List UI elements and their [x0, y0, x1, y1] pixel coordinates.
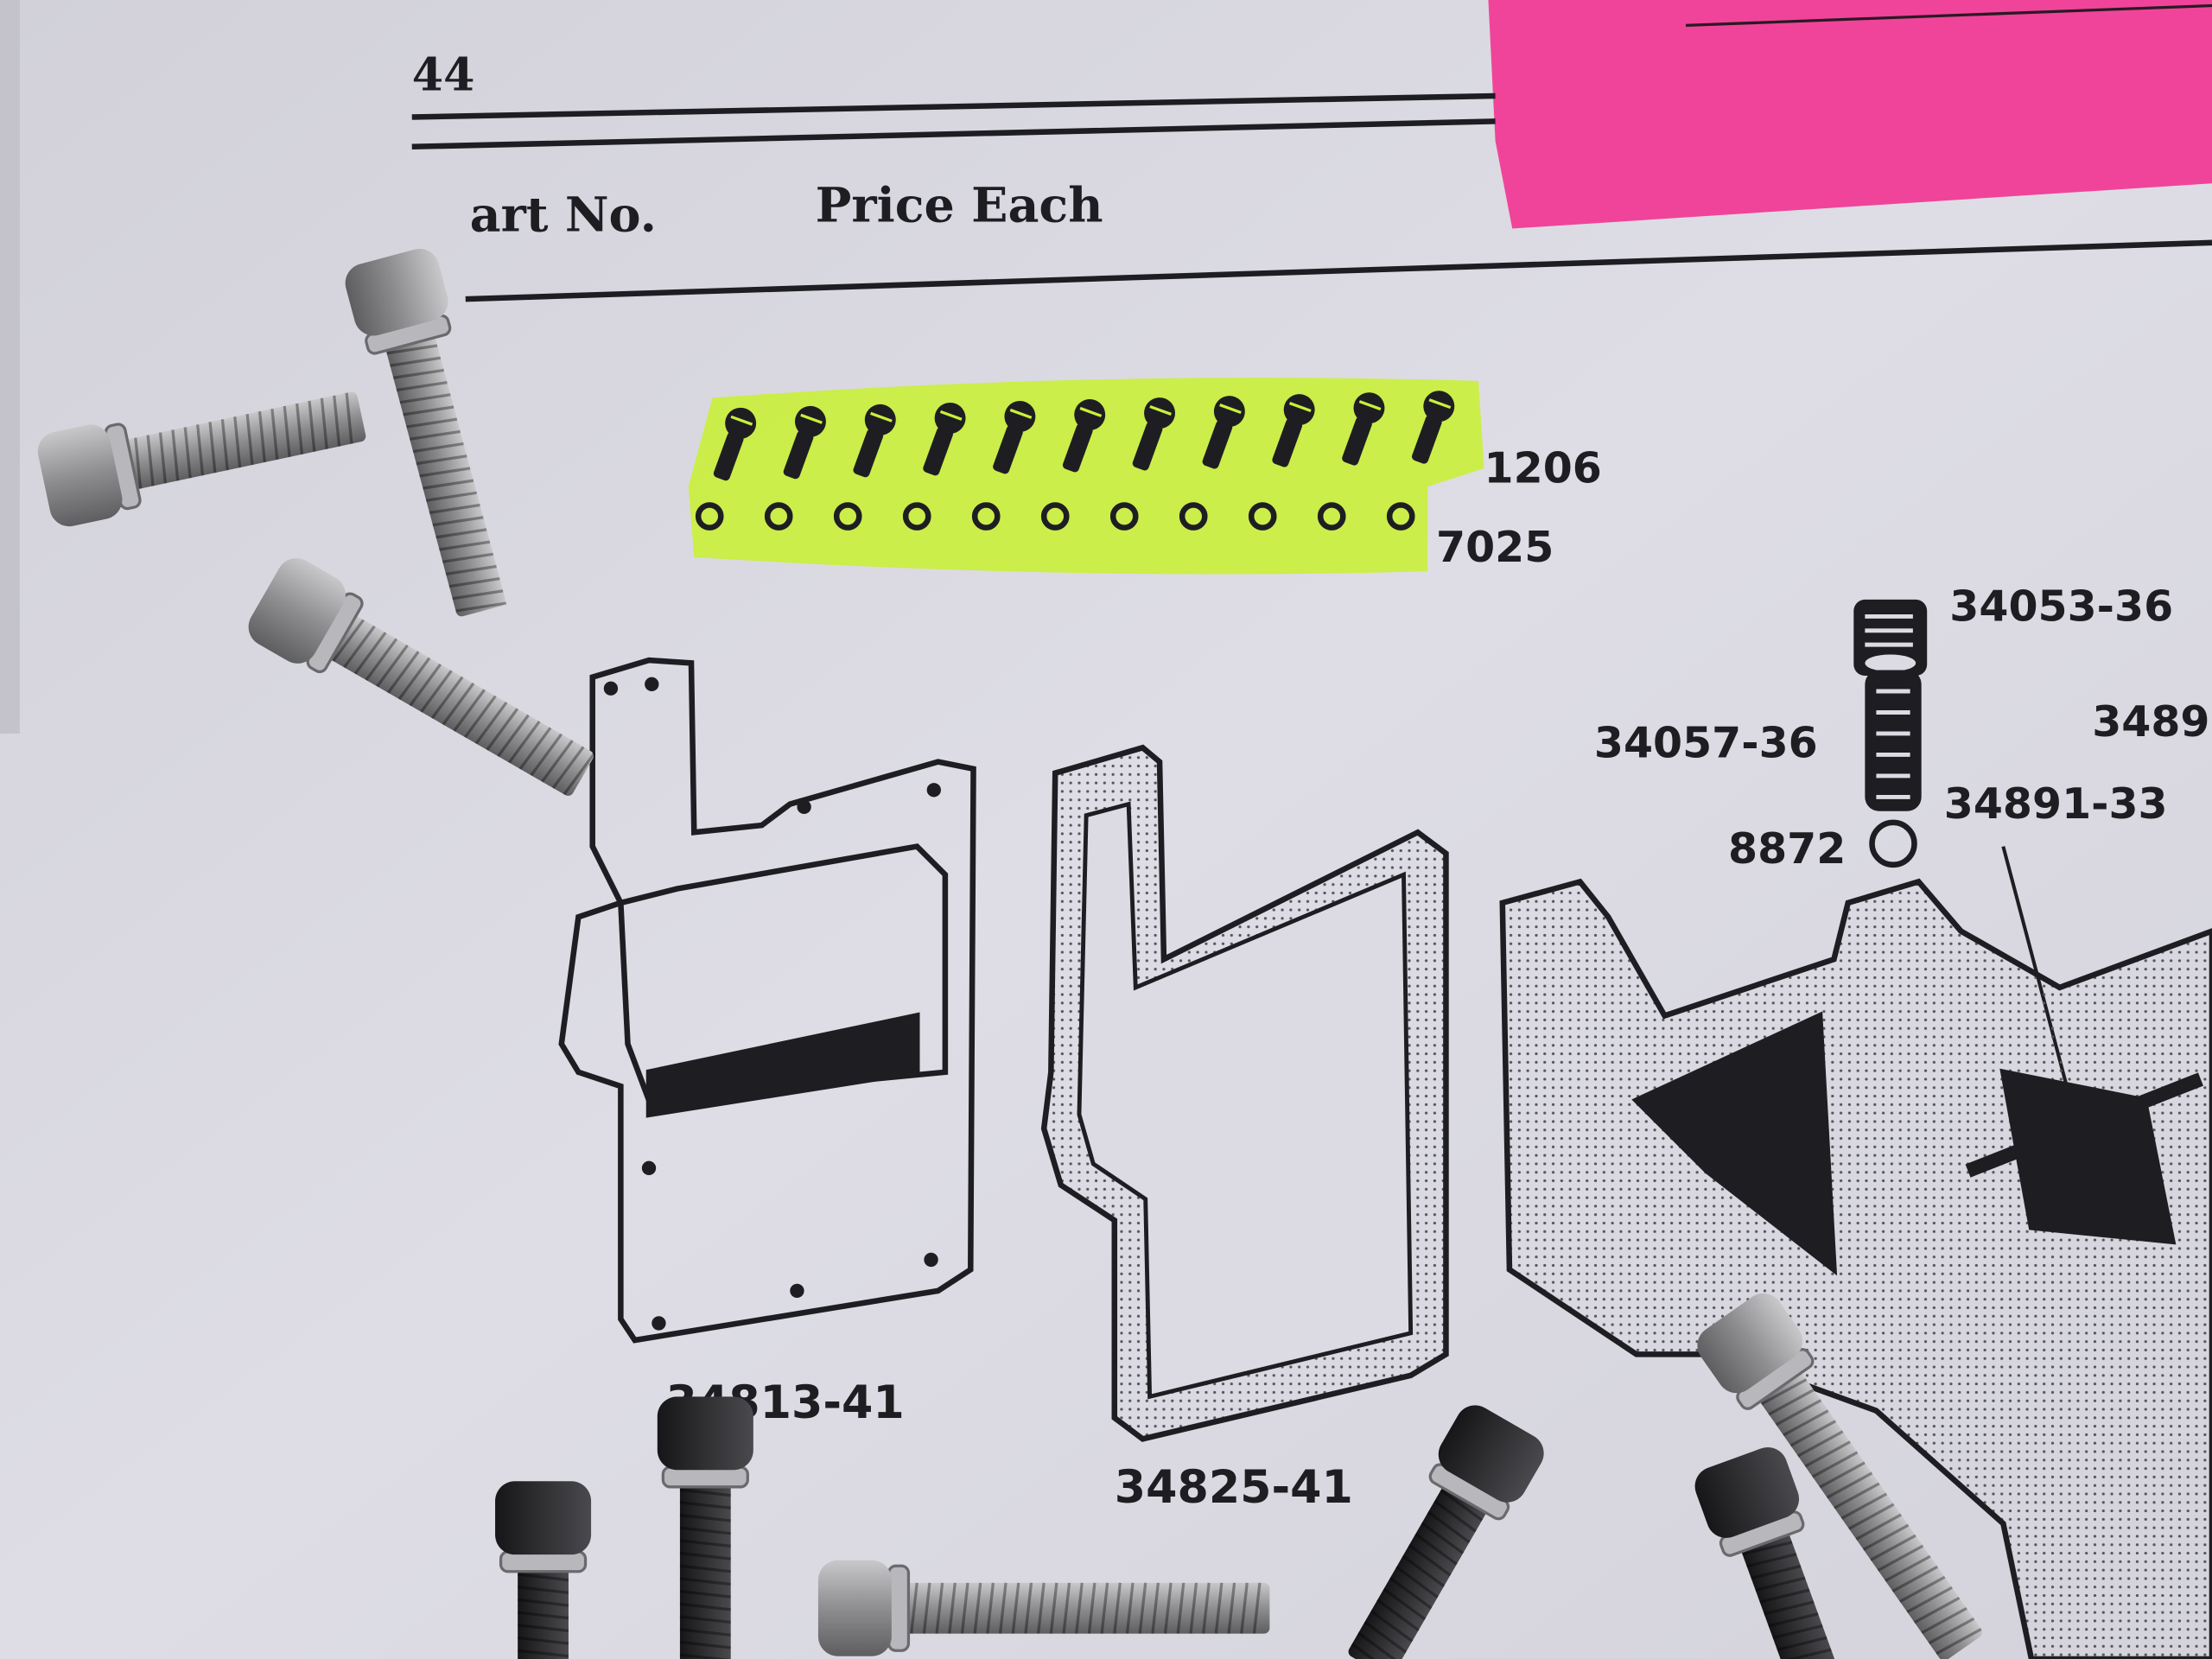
screw-glyph — [783, 405, 826, 480]
washer-glyph — [1386, 502, 1415, 531]
gasket-drawing — [1040, 744, 1449, 1442]
black-screw — [1348, 1405, 1544, 1659]
screw-glyph-row — [713, 391, 1455, 481]
washer-glyph — [764, 502, 793, 531]
callout-34891-33: 34891-33 — [1944, 779, 2168, 829]
washer-glyph — [1248, 502, 1277, 531]
black-screw — [495, 1481, 592, 1659]
steel-screw — [1697, 1293, 1983, 1659]
steel-screws — [37, 248, 1983, 1659]
screw-glyph — [853, 404, 896, 478]
callout-34057-36: 34057-36 — [1594, 719, 1818, 768]
callout-3489-partial: 3489 — [2092, 697, 2209, 747]
screw-glyph — [1202, 396, 1245, 469]
steel-screw — [345, 248, 507, 617]
black-screws — [495, 1396, 1844, 1659]
steel-screw — [37, 391, 366, 527]
washer-glyph — [971, 502, 1001, 531]
washer-glyph-row — [695, 502, 1415, 531]
washer-glyph — [695, 502, 724, 531]
washer-glyph — [1040, 502, 1070, 531]
screw-glyph — [1412, 391, 1455, 464]
ball-drawing — [1869, 819, 1917, 868]
page-number: 44 — [412, 48, 475, 101]
screw-glyph — [1132, 397, 1175, 471]
steel-screw — [248, 558, 596, 797]
black-screw — [657, 1396, 753, 1659]
screw-glyph — [923, 402, 966, 476]
washer-glyph — [1179, 502, 1208, 531]
steel-screw — [817, 1560, 1270, 1656]
case-drawing — [1499, 878, 2212, 1659]
callout-7025: 7025 — [1436, 523, 1554, 572]
plug-drawing — [1853, 599, 1928, 677]
black-screw — [1694, 1446, 1844, 1659]
spring-drawing — [1865, 670, 1922, 811]
callout-34825-41: 34825-41 — [1115, 1462, 1353, 1514]
callout-8872: 8872 — [1728, 824, 1846, 874]
page-edge — [0, 0, 20, 734]
washer-glyph — [902, 502, 931, 531]
callout-34053-36: 34053-36 — [1949, 582, 2173, 631]
washer-glyph — [1317, 502, 1346, 531]
screw-glyph — [1062, 399, 1106, 473]
header-price-each: Price Each — [816, 177, 1103, 233]
header-rules — [411, 92, 2212, 302]
callout-1206: 1206 — [1484, 443, 1602, 493]
washer-glyph — [833, 502, 862, 531]
screw-glyph — [1342, 392, 1385, 466]
cover-drawing — [558, 657, 976, 1344]
screw-glyph — [1272, 394, 1315, 467]
sticky-note-line — [1685, 3, 2212, 28]
screw-glyph — [713, 407, 757, 481]
header-part-no: art No. — [470, 188, 657, 244]
screw-glyph — [993, 401, 1036, 474]
washer-glyph — [1109, 502, 1139, 531]
sticky-note — [1488, 0, 2212, 229]
